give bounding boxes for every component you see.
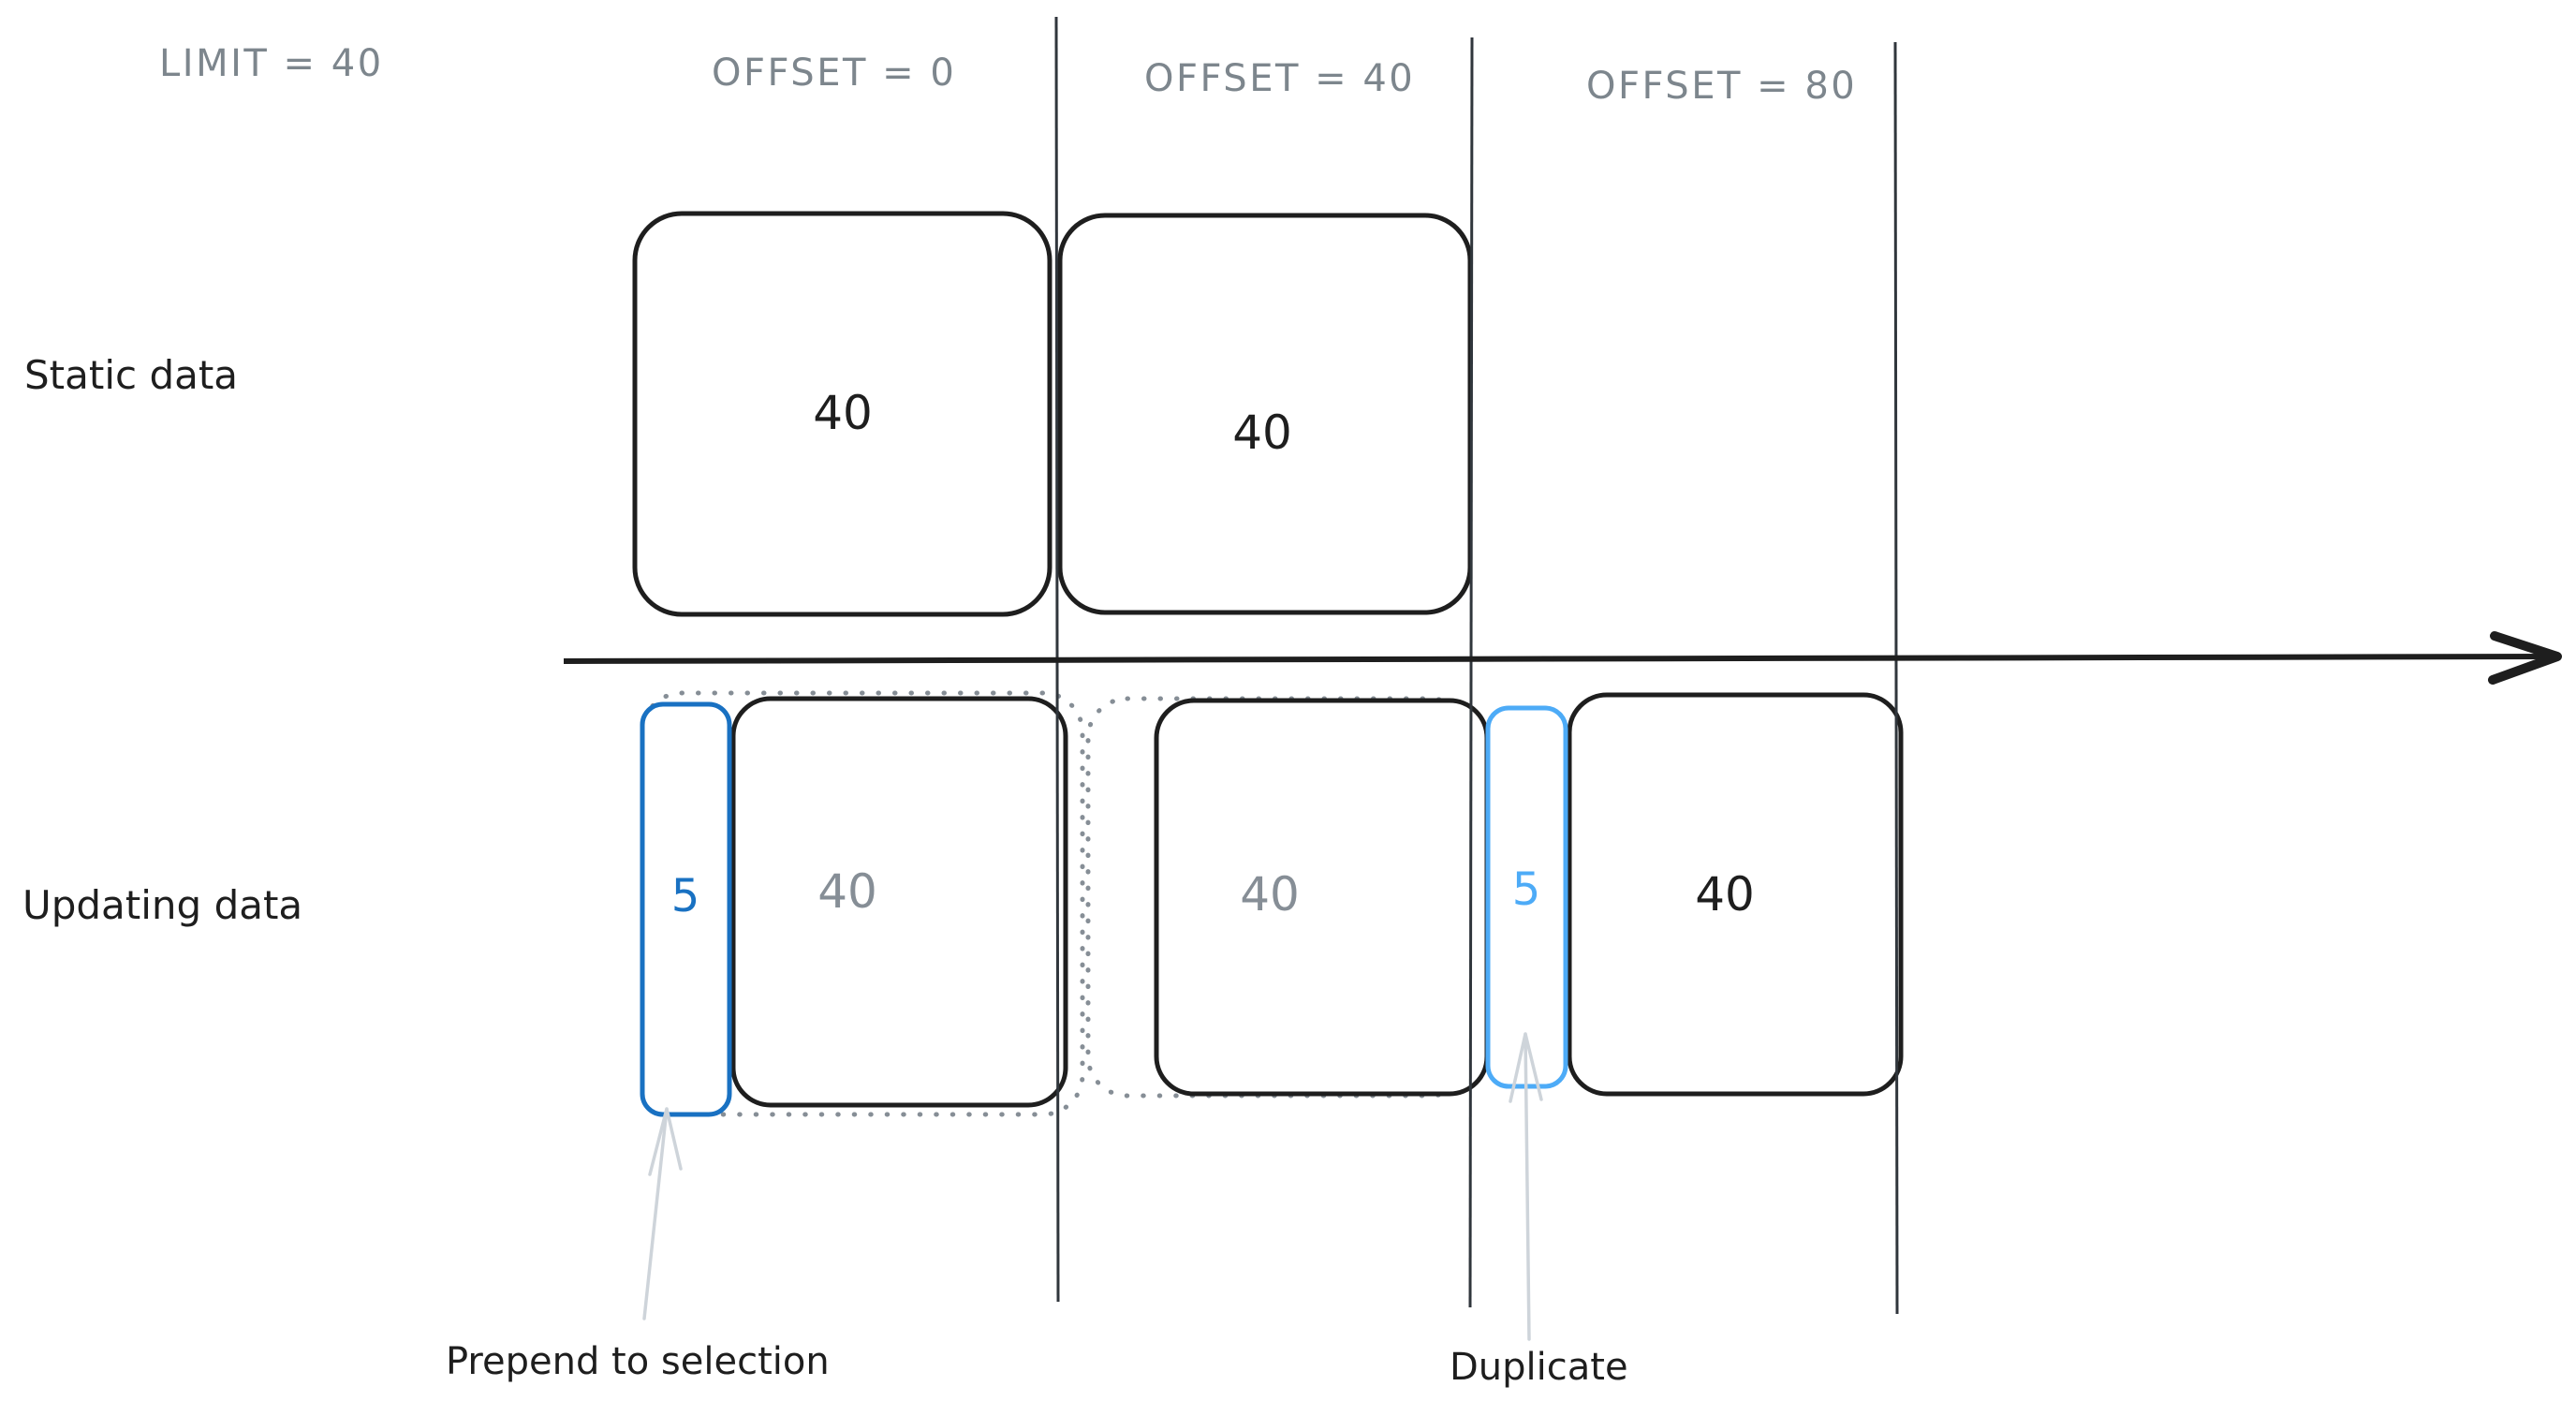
updating-box-offset0 (730, 696, 1068, 1108)
offset-0-label: OFFSET = 0 (712, 52, 957, 95)
duplicate-arrow-shaft (1524, 1032, 1531, 1341)
updating-box-offset80-value: 40 (1695, 867, 1755, 922)
prepended-items-count: 5 (670, 870, 700, 922)
updating-box-offset0-value: 40 (817, 864, 877, 919)
static-box-offset0 (632, 211, 1052, 617)
prepend-arrow-head (648, 1108, 683, 1176)
duplicated-items-count: 5 (1511, 863, 1541, 916)
updating-box-offset40 (1154, 698, 1490, 1097)
offset-40-label: OFFSET = 40 (1144, 57, 1416, 100)
duplicate-arrow-head (1509, 1033, 1543, 1103)
ghost-box-old-offset0 (640, 690, 1085, 1117)
offset-80-label: OFFSET = 80 (1586, 65, 1858, 108)
offset-separator-line-2 (1468, 37, 1474, 1308)
updating-row-label: Updating data (22, 882, 303, 928)
limit-label: LIMIT = 40 (159, 42, 384, 85)
timeline-arrow-head (2488, 631, 2562, 685)
updating-box-offset40-value: 40 (1240, 867, 1300, 922)
static-box-offset0-value: 40 (813, 386, 873, 440)
offset-separator-line-3 (1893, 41, 1899, 1315)
static-box-offset40-value: 40 (1232, 406, 1292, 460)
duplicate-annotation: Duplicate (1450, 1346, 1628, 1389)
prepend-annotation: Prepend to selection (446, 1340, 830, 1383)
prepend-arrow-shaft (642, 1107, 669, 1320)
timeline-arrow-shaft (563, 654, 2552, 664)
static-row-label: Static data (24, 352, 239, 398)
prepended-items-box (640, 701, 732, 1117)
updating-box-offset80 (1567, 692, 1904, 1097)
